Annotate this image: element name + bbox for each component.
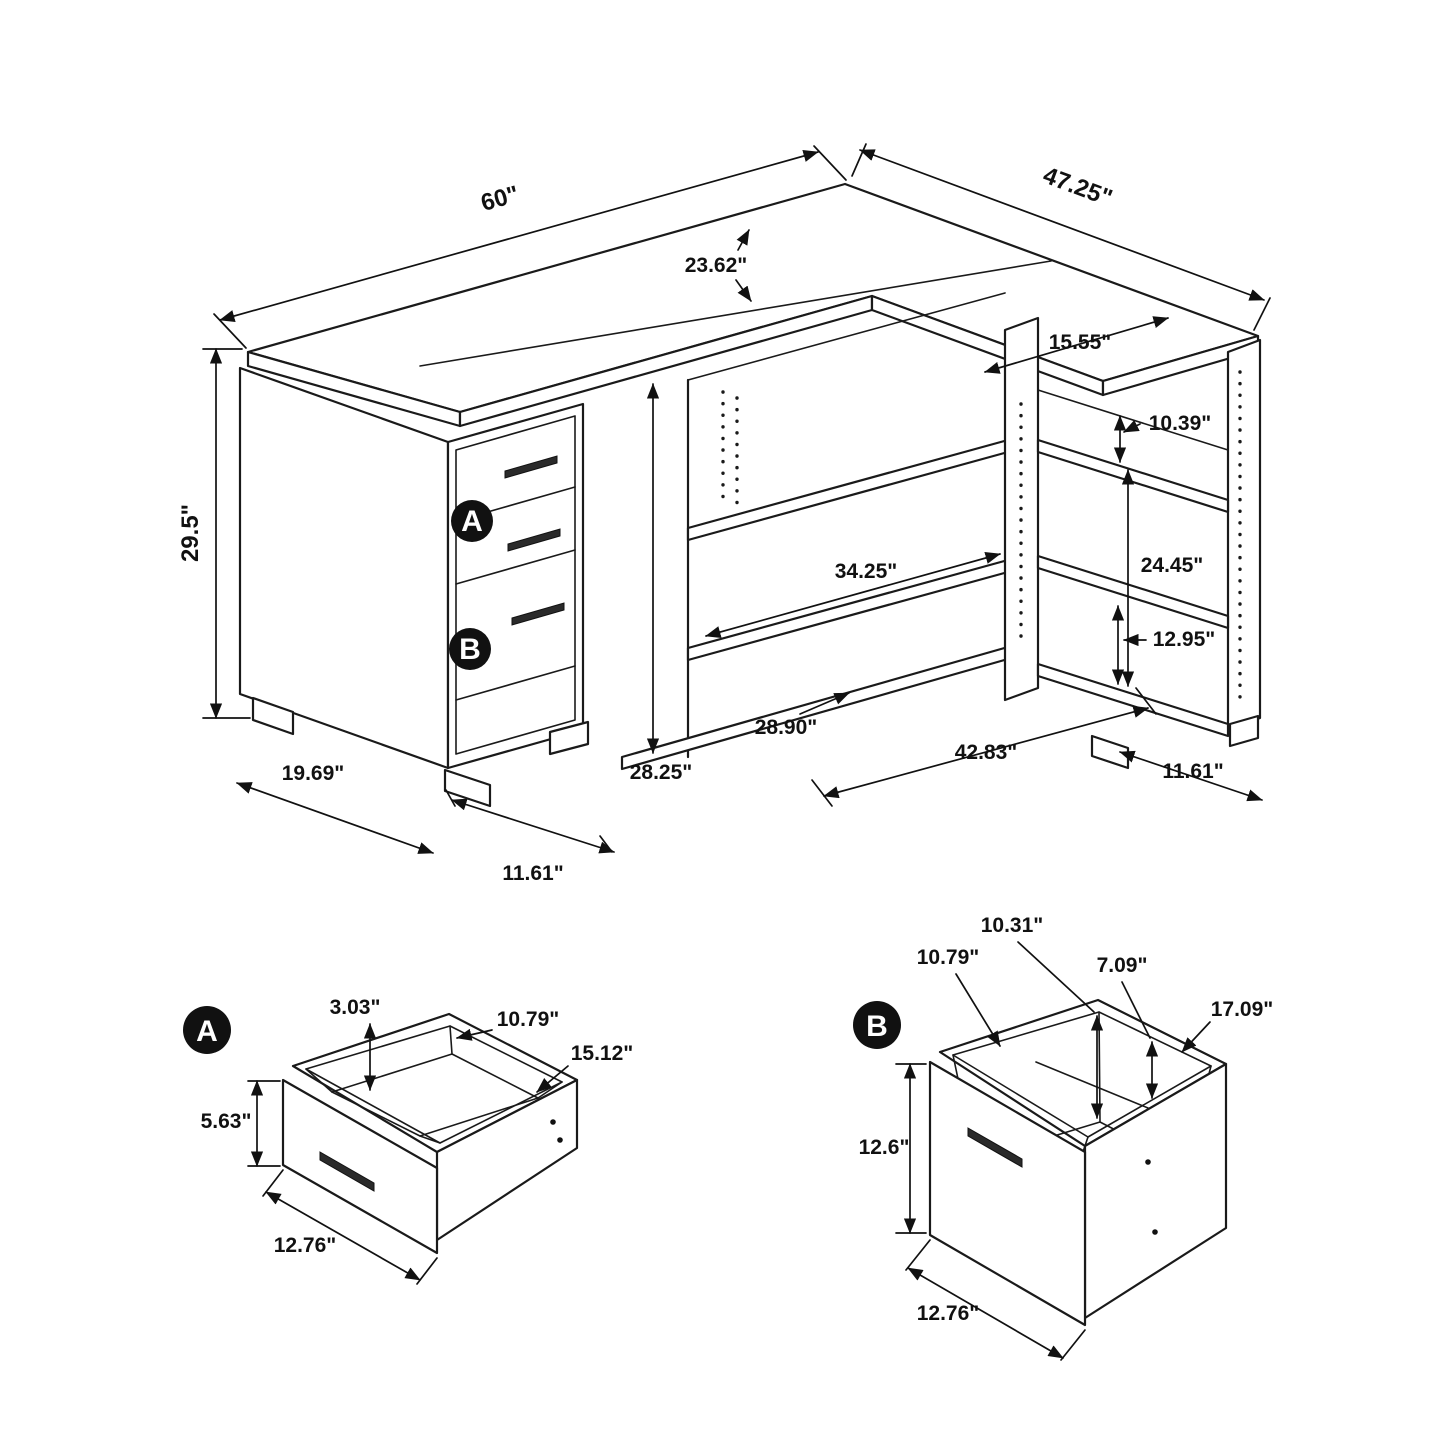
drawer-handle-1: [504, 455, 558, 479]
dimline-return-inner-width: [984, 316, 1169, 374]
dimline-pedestal-depth: [236, 782, 434, 854]
dim-a-inner-width: 10.79": [497, 1008, 560, 1031]
leader-back-rail: [799, 692, 850, 715]
dim-return-foot: 11.61": [1162, 760, 1223, 783]
dim-half-depth: 23.62": [685, 254, 748, 277]
dim-b-back-gap: 7.09": [1097, 954, 1148, 977]
dimline-right-span: [823, 705, 1149, 799]
ext-4725-b: [1253, 297, 1271, 331]
dimline-b-front-width: [907, 1267, 1064, 1359]
dim-b-inner-width: 10.79": [917, 946, 980, 969]
middle-back-top-edge: [687, 292, 1006, 381]
drawer-handle-3: [511, 602, 565, 626]
dim-interior-height: 28.25": [630, 761, 693, 784]
pedestal-foot-right: [548, 720, 590, 756]
detail-b-badge: [853, 1001, 901, 1049]
dim-a-inner-depth: 15.12": [571, 1042, 634, 1065]
drawer-a-badge-label: A: [461, 505, 483, 538]
leader-a-inner-width: [456, 1028, 493, 1041]
a-screw-1: [550, 1119, 556, 1125]
leader-cubby-top-gap: [1123, 420, 1141, 433]
leader-half-depth-up: [736, 229, 750, 251]
pedestal-front-face: [446, 402, 585, 770]
ext-4725-a: [851, 143, 867, 177]
detail-a-drawer: [281, 1012, 579, 1255]
detail-a-drawing: A 3.03" 10.79" 15.12" 5.63": [183, 996, 634, 1285]
drawer-divider-3: [455, 665, 576, 701]
dim-pedestal-depth: 19.69": [282, 762, 345, 785]
detail-a-dimensions: 3.03" 10.79" 15.12" 5.63" 12.76": [201, 996, 634, 1285]
return-foot-end: [1228, 714, 1260, 748]
drawer-b-badge-label: B: [459, 633, 481, 666]
dim-a-front-width: 12.76": [274, 1234, 337, 1257]
desktop-top-face: [246, 182, 1260, 414]
return-bottom-board: [1036, 662, 1230, 738]
a-inner-edge-2: [449, 1025, 453, 1055]
drawer-handle-2: [507, 528, 561, 552]
dim-b-inner-depth: 17.09": [1211, 998, 1274, 1021]
dim-a-side-height: 3.03": [330, 996, 381, 1019]
dim-a-front-height: 5.63": [201, 1110, 252, 1133]
dim-right-span: 42.83": [955, 741, 1018, 764]
return-interior-top-edge: [1037, 389, 1229, 451]
leader-a-inner-depth: [536, 1065, 569, 1093]
b-screw-1: [1145, 1159, 1151, 1165]
dim-center-shelf: 34.25": [835, 560, 898, 583]
dimline-return-depth: [859, 149, 1265, 301]
dimline-center-shelf: [705, 552, 1001, 638]
dim-b-inner-height: 10.31": [981, 914, 1044, 937]
detail-b-badge-label: B: [866, 1010, 888, 1043]
leader-b-inner-depth: [1181, 1021, 1211, 1053]
dim-pedestal-foot: 11.61": [502, 862, 563, 885]
dim-b-front-width: 12.76": [917, 1302, 980, 1325]
leader-half-depth-down: [735, 279, 752, 302]
a-screw-2: [557, 1137, 563, 1143]
leader-b-back-gap: [1121, 981, 1151, 1039]
b-handle: [967, 1127, 1023, 1168]
b-inner-edge-2: [1098, 1011, 1101, 1123]
ext-60-b: [813, 145, 847, 181]
b-front-panel: [928, 1060, 1087, 1327]
dim-cubby-bottom-gap: 12.95": [1153, 628, 1216, 651]
dimline-top-width: [219, 150, 819, 322]
dim-b-front-height: 12.6": [859, 1136, 910, 1159]
leader-b-inner-width: [955, 973, 1001, 1047]
desktop: [246, 182, 1260, 428]
dimline-return-foot: [1119, 750, 1263, 802]
b-screw-2: [1152, 1229, 1158, 1235]
pedestal-foot-left: [251, 696, 295, 736]
dim-cubby-interior: 24.45": [1141, 554, 1204, 577]
left-pedestal: A B: [238, 366, 590, 808]
dim-top-width: 60": [478, 181, 522, 217]
ext-b-w2: [1060, 1329, 1086, 1361]
dimline-pedestal-foot: [451, 798, 615, 854]
detail-b-drawer: [928, 998, 1228, 1327]
return-outer-panel: [1226, 338, 1262, 732]
detail-b-dimensions: 10.31" 10.79" 7.09" 17.09" 12.6" 12.76": [859, 914, 1274, 1361]
ext-60-a: [213, 313, 247, 349]
dim-overall-height: 29.5": [177, 504, 204, 562]
detail-a-badge-label: A: [196, 1015, 218, 1048]
dimline-a-front-width: [265, 1191, 421, 1281]
main-desk-drawing: A B: [177, 143, 1271, 885]
drawer-a-badge: [451, 500, 493, 542]
leader-b-inner-height: [1017, 941, 1095, 1013]
drawer-b-badge: [449, 628, 491, 670]
dim-return-depth: 47.25": [1039, 162, 1115, 212]
ext-4283-b: [1135, 687, 1157, 715]
ext-4283-a: [811, 779, 833, 807]
a-inner-edge-4: [419, 1135, 441, 1144]
a-handle: [319, 1151, 375, 1192]
detail-a-badge: [183, 1006, 231, 1054]
a-inner-edge-1: [305, 1068, 333, 1093]
return-shelf-1: [1036, 438, 1230, 514]
detail-b-drawing: B 10.31" 10.79" 7.09" 17.09": [853, 914, 1274, 1361]
dim-cubby-top-gap: 10.39": [1149, 412, 1212, 435]
drawer-divider-2: [455, 549, 576, 585]
dim-back-rail: 28.90": [755, 716, 818, 739]
ext-b-w1: [905, 1239, 931, 1271]
dim-return-inner-width: 15.55": [1049, 331, 1112, 354]
